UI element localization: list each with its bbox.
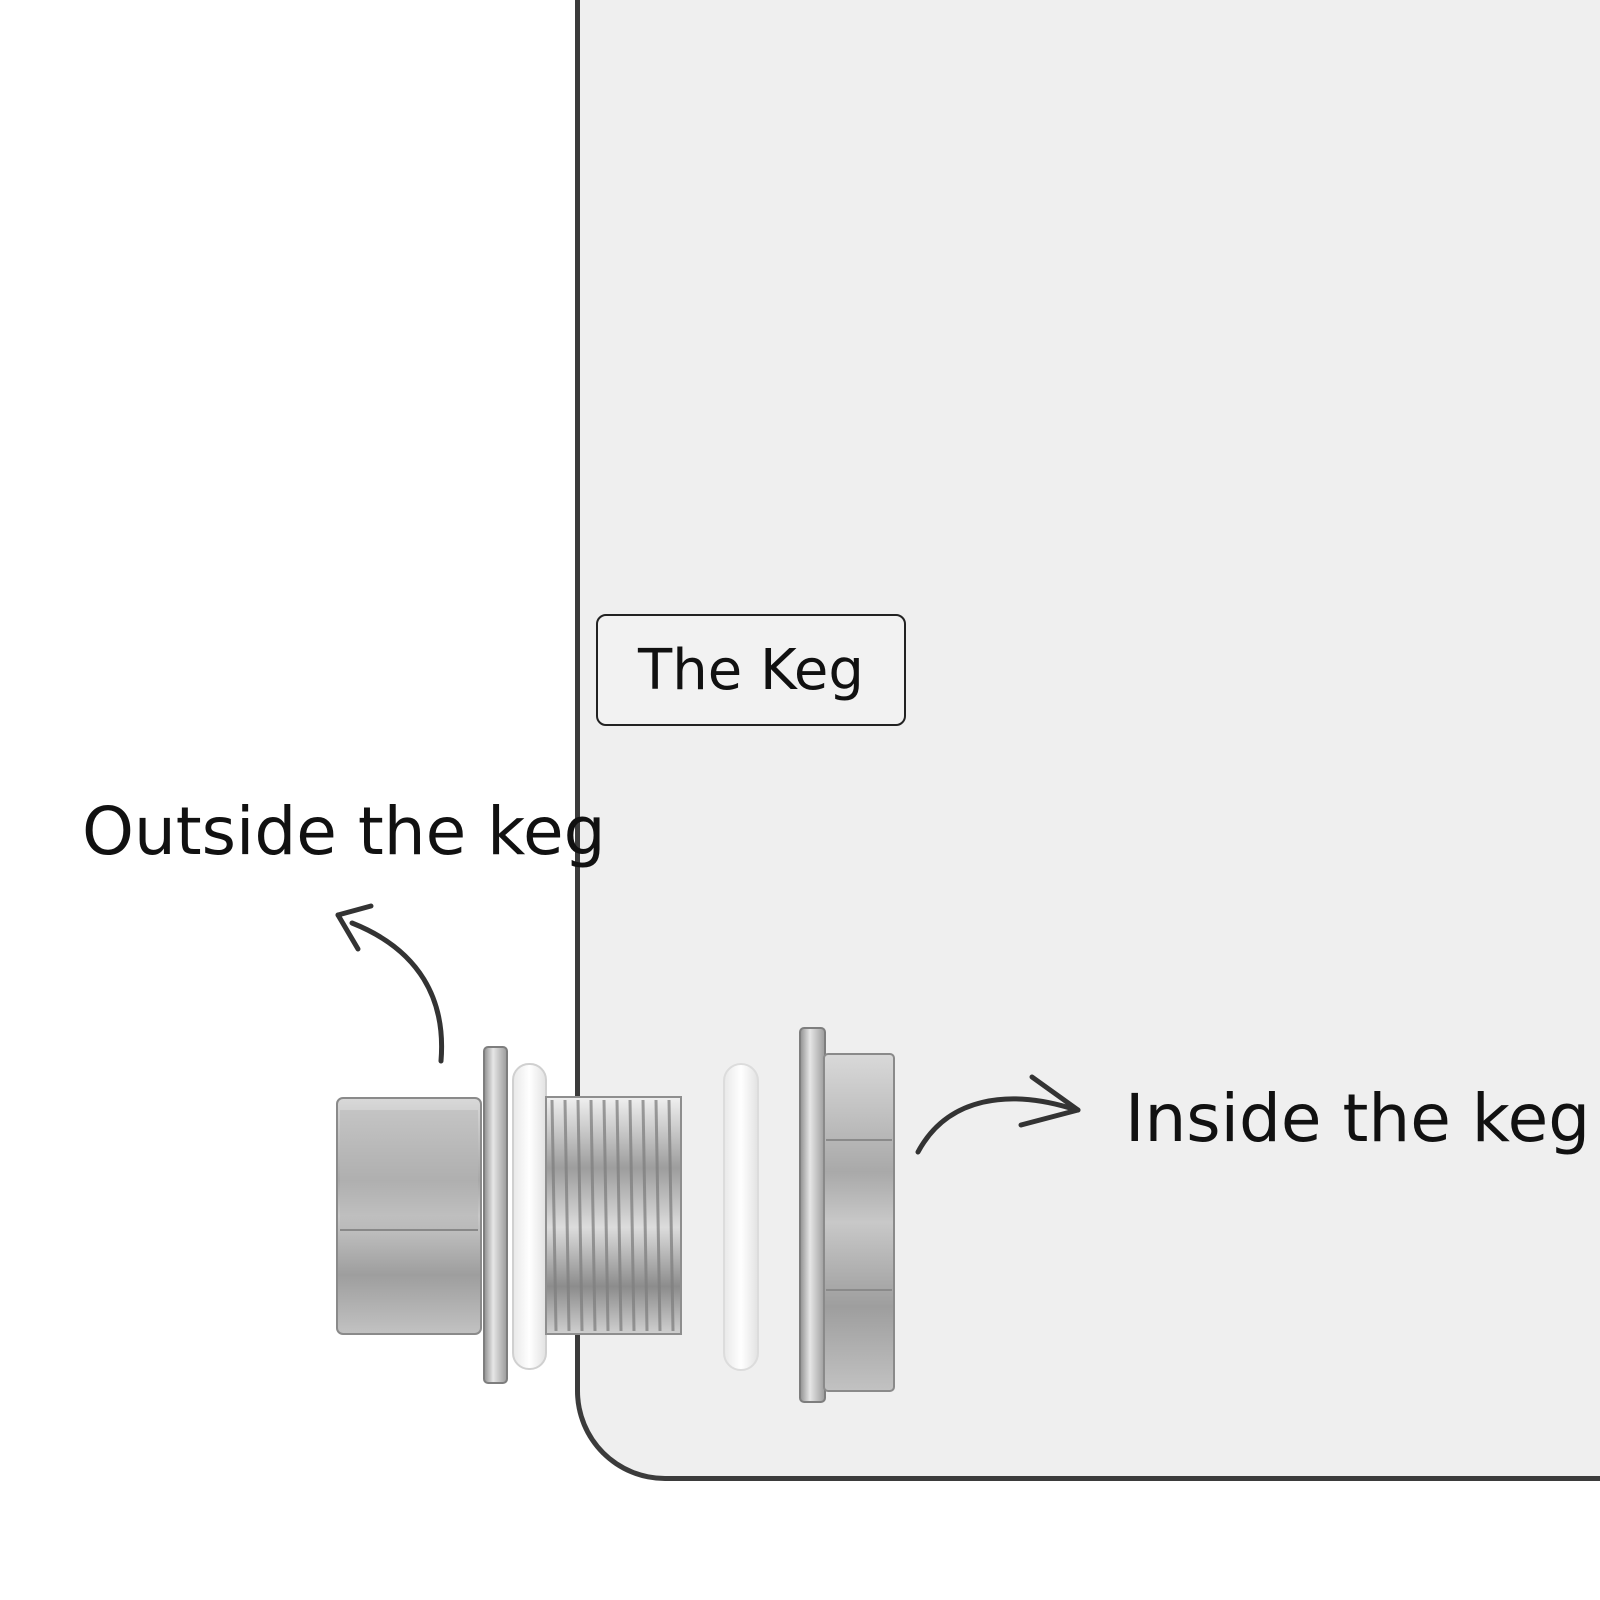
- inside-caption: Inside the keg: [1125, 1080, 1590, 1157]
- inside-flange: [800, 1028, 825, 1402]
- curved-arrow-up-left-icon: [338, 906, 442, 1061]
- outside-hex-head: [337, 1098, 481, 1334]
- curved-arrow-right-icon: [918, 1077, 1078, 1152]
- outside-gasket: [513, 1064, 546, 1369]
- threaded-shaft: [546, 1097, 681, 1334]
- outside-caption: Outside the keg: [82, 793, 606, 870]
- outside-flange: [484, 1047, 507, 1383]
- keg-label: The Keg: [596, 614, 906, 726]
- inside-hex-nut: [824, 1054, 894, 1391]
- inside-gasket: [724, 1064, 758, 1370]
